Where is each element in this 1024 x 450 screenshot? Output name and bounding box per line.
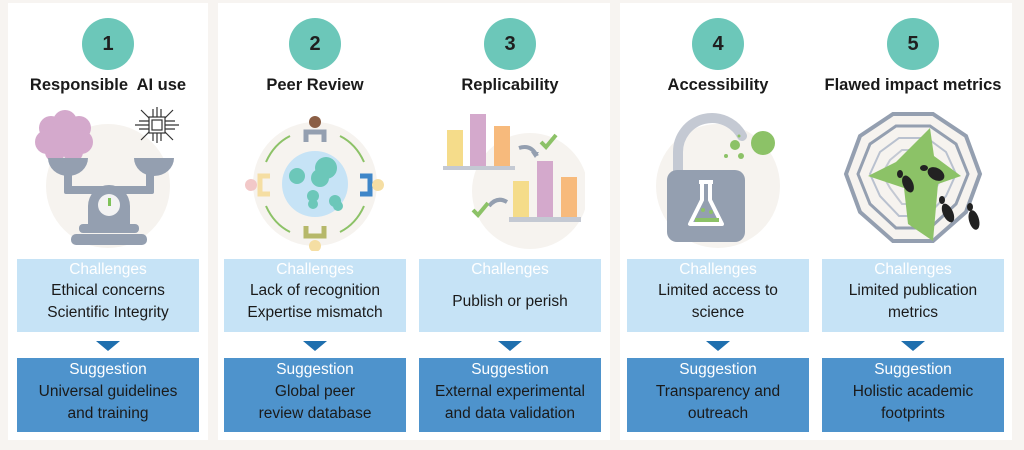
suggestion-line: and training <box>67 405 149 422</box>
item-title: Responsible AI use <box>29 76 187 94</box>
challenges-header: Challenges <box>874 261 952 278</box>
suggestion-line: External experimental <box>435 383 585 400</box>
challenge-line: science <box>691 304 745 321</box>
challenges-text: Publish or perish <box>419 280 601 313</box>
challenges-text: Lack of recognition Expertise mismatch <box>224 280 406 324</box>
number-badge: 4 <box>692 18 744 70</box>
challenge-line: Ethical concerns <box>51 282 165 299</box>
challenges-header: Challenges <box>276 261 354 278</box>
suggestion-line: Universal guidelines <box>38 383 178 400</box>
item-title: Replicability <box>461 76 559 94</box>
down-arrow-icon <box>706 341 730 351</box>
suggestion-line: and data validation <box>444 405 576 422</box>
down-arrow-icon <box>901 341 925 351</box>
globe-with-reviewers-icon <box>240 106 390 251</box>
suggestion-box: Suggestion External experimental and dat… <box>419 358 601 432</box>
suggestion-line: Transparency and <box>655 383 781 400</box>
balance-scale-brain-vs-chip-icon <box>33 106 183 251</box>
radar-footprints-icon <box>838 106 988 251</box>
challenges-box: Challenges Ethical concerns Scientific I… <box>17 259 199 332</box>
suggestion-box: Suggestion Global peer review database <box>224 358 406 432</box>
down-arrow-icon <box>303 341 327 351</box>
item-title: Accessibility <box>667 76 769 94</box>
suggestion-text: Global peer review database <box>224 381 406 425</box>
suggestion-box: Suggestion Universal guidelines and trai… <box>17 358 199 432</box>
down-arrow-icon <box>96 341 120 351</box>
suggestion-line: review database <box>258 405 372 422</box>
challenges-box: Challenges Lack of recognition Expertise… <box>224 259 406 332</box>
challenges-text: Ethical concerns Scientific Integrity <box>17 280 199 324</box>
suggestion-text: Holistic academic footprints <box>822 381 1004 425</box>
item-replicability: 3 Replicability Challenges <box>419 3 601 440</box>
number-badge: 2 <box>289 18 341 70</box>
challenge-line: Lack of recognition <box>249 282 381 299</box>
number-badge: 5 <box>887 18 939 70</box>
suggestion-header: Suggestion <box>874 361 952 378</box>
challenges-text: Limited access to science <box>627 280 809 324</box>
panel-group-1: 1 Responsible AI use <box>8 3 208 440</box>
challenges-text: Limited publication metrics <box>822 280 1004 324</box>
suggestion-header: Suggestion <box>276 361 354 378</box>
challenges-box: Challenges Publish or perish <box>419 259 601 332</box>
item-title: Peer Review <box>266 76 364 94</box>
suggestion-line: Holistic academic <box>852 383 974 400</box>
suggestion-box: Suggestion Transparency and outreach <box>627 358 809 432</box>
challenge-line: Limited access to <box>658 282 778 299</box>
suggestion-header: Suggestion <box>679 361 757 378</box>
challenge-line: Scientific Integrity <box>47 304 169 321</box>
challenge-line: Limited publication <box>848 282 978 299</box>
number-badge: 3 <box>484 18 536 70</box>
suggestion-text: Universal guidelines and training <box>17 381 199 425</box>
number-badge: 1 <box>82 18 134 70</box>
challenges-header: Challenges <box>69 261 147 278</box>
suggestion-header: Suggestion <box>69 361 147 378</box>
bar-charts-replication-icon <box>435 106 585 251</box>
item-peer-review: 2 Peer Review <box>224 3 406 440</box>
suggestion-line: Global peer <box>274 383 356 400</box>
suggestion-text: External experimental and data validatio… <box>419 381 601 425</box>
suggestion-line: outreach <box>687 405 749 422</box>
challenges-header: Challenges <box>471 261 549 278</box>
challenges-box: Challenges Limited publication metrics <box>822 259 1004 332</box>
suggestion-header: Suggestion <box>471 361 549 378</box>
suggestion-box: Suggestion Holistic academic footprints <box>822 358 1004 432</box>
challenges-header: Challenges <box>679 261 757 278</box>
down-arrow-icon <box>498 341 522 351</box>
item-responsible-ai: 1 Responsible AI use <box>17 3 199 440</box>
challenge-line: Publish or perish <box>452 293 568 310</box>
challenge-line: metrics <box>888 304 938 321</box>
item-accessibility: 4 Accessibility Challenges Limited acces… <box>627 3 809 440</box>
panel-group-2: 2 Peer Review <box>218 3 610 440</box>
item-flawed-impact-metrics: 5 Flawed impact metrics <box>822 3 1004 440</box>
panel-group-3: 4 Accessibility Challenges Limited acces… <box>620 3 1012 440</box>
item-title: Flawed impact metrics <box>824 76 1002 94</box>
suggestion-text: Transparency and outreach <box>627 381 809 425</box>
suggestion-line: footprints <box>881 405 945 422</box>
flask-lock-icon <box>643 106 793 251</box>
challenge-line: Expertise mismatch <box>247 304 383 321</box>
challenges-box: Challenges Limited access to science <box>627 259 809 332</box>
